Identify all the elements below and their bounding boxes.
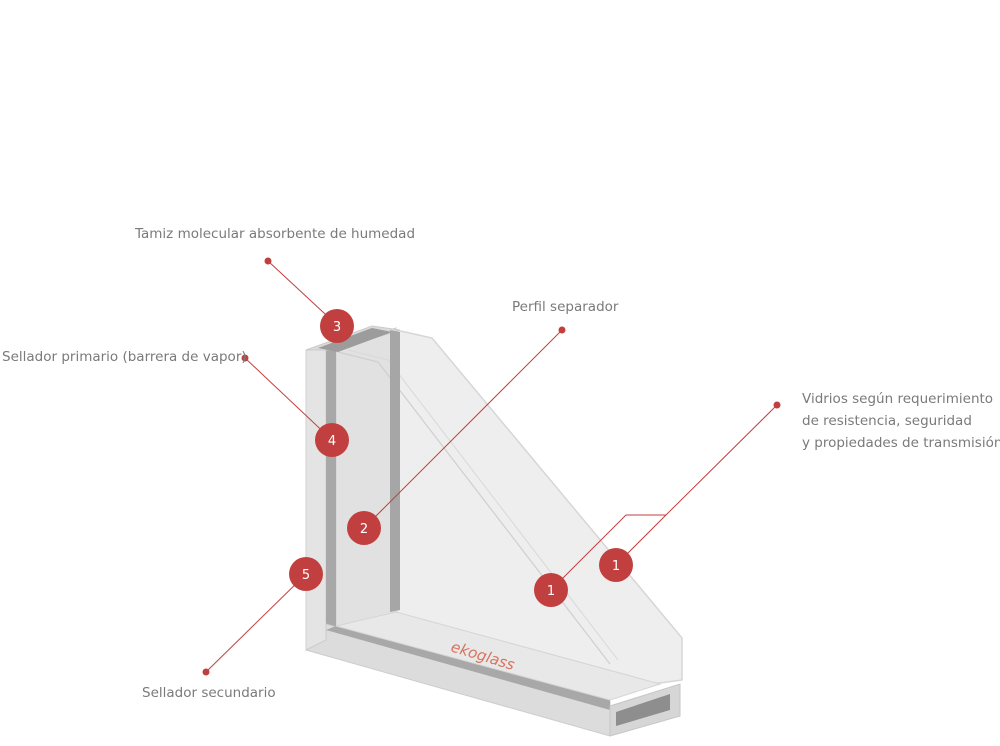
svg-text:4: 4 [328, 434, 336, 449]
badge-2: 2 [347, 511, 381, 545]
svg-text:1: 1 [547, 584, 555, 599]
leader-4 [244, 357, 333, 441]
badge-1-outer: 1 [599, 548, 633, 582]
leader-5 [205, 573, 307, 673]
svg-text:3: 3 [333, 320, 341, 335]
label-sellador-secundario: Sellador secundario [142, 685, 276, 701]
label-perfil-separador: Perfil separador [512, 299, 619, 315]
glass-edge-line [337, 351, 611, 665]
glass-unit: ekoglass [304, 325, 683, 737]
label-tamiz-molecular: Tamiz molecular absorbente de humedad [135, 226, 416, 242]
spacer-profile-bar [390, 330, 400, 612]
dot-4 [241, 354, 249, 362]
primary-seal-strip [326, 348, 336, 638]
dot-2 [558, 326, 566, 334]
svg-text:1: 1 [612, 559, 620, 574]
leader-1 [550, 404, 778, 591]
label-vidrios-line-2: de resistencia, seguridad [802, 413, 972, 429]
label-vidrios: Vidrios según requerimiento de resistenc… [802, 388, 1000, 454]
bottom-seal-strip [326, 626, 610, 710]
dot-1 [773, 401, 781, 409]
corner-dark-slot [616, 694, 670, 726]
svg-text:2: 2 [360, 522, 368, 537]
badge-3: 3 [320, 309, 354, 343]
molecular-sieve-slot [318, 328, 392, 352]
label-vidrios-line-3: y propiedades de transmisión [802, 435, 1000, 451]
frame-bottom-floor [335, 611, 662, 701]
svg-text:5: 5 [302, 568, 310, 583]
badge-5: 5 [289, 557, 323, 591]
badge-4: 4 [315, 423, 349, 457]
frame-left-face [305, 343, 327, 651]
badge-1-inner: 1 [534, 573, 568, 607]
glass-edge-line-2 [347, 349, 619, 661]
dot-3 [264, 257, 272, 265]
leader-dots [202, 257, 781, 676]
leader-2 [363, 329, 563, 529]
label-sellador-primario: Sellador primario (barrera de vapor) [2, 349, 247, 365]
label-vidrios-line-1: Vidrios según requerimiento [802, 391, 994, 407]
dot-5 [202, 668, 210, 676]
